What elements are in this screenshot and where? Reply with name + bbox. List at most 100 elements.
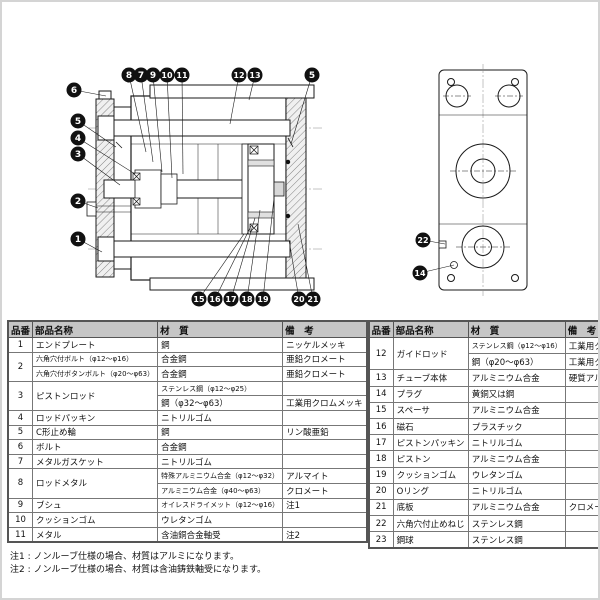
balloon-14 [412,265,428,281]
balloon-number: 8 [126,71,132,81]
corner-hole [447,78,455,86]
table-cell: アルミニウム合金 [467,498,566,517]
column-header: 備 考 [564,320,598,338]
table-cell: 合金鋼 [157,366,284,382]
table-cell: クロメート [282,482,368,499]
table-cell: ニトリルゴム [467,434,566,452]
table-row: アルミニウム合金（φ40～φ63）クロメート [8,482,368,499]
balloon-number: 1 [75,235,81,245]
balloon-21 [305,291,321,307]
guide-rod-bottom [113,240,291,258]
balloon-number: 2 [75,197,81,207]
table-row: 六角穴付ボタンボルト（φ20～φ63）合金鋼亜鉛クロメート [8,366,368,382]
table-cell: 亜鉛クロメート [282,351,368,368]
balloon-number: 7 [138,71,144,81]
table-cell [282,453,368,470]
table-cell: 六角穴付ボルト（φ12～φ16） [32,351,159,368]
table-cell: ボルト [32,439,159,455]
balloon-number: 10 [161,71,173,80]
balloon-number: 19 [257,295,269,304]
balloon-10 [159,67,175,83]
bolt-head-top [98,90,112,100]
cushion-rubber-section [273,181,285,197]
table-cell: ロッドパッキン [32,409,159,426]
table-cell: 亜鉛クロメート [282,366,368,382]
table-cell: ピストンロッド [32,380,159,411]
table-cell: 11 [7,526,34,543]
table-cell [282,380,368,397]
bottom-plate [149,277,315,291]
table-cell [564,434,598,452]
table-cell: リン酸亜鉛 [282,424,368,441]
table-cell: クッションゴム [32,512,159,528]
table-cell [564,466,598,484]
leader-line [246,209,261,300]
table-cell: ニトリルゴム [157,409,284,426]
table-cell: 鋼 [157,337,284,353]
o-ring-section-2 [285,213,291,219]
table-cell: 底板 [392,498,469,517]
table-cell: ステンレス鋼（φ12～φ16） [467,336,566,355]
table-cell: 六角穴付止めねじ [392,515,469,533]
leader-line [230,217,256,300]
balloon-number: 12 [233,71,244,80]
table-cell: 15 [368,401,394,419]
balloon-5 [70,113,86,129]
table-cell: 21 [368,498,394,517]
leader-line [77,137,136,175]
table-cell: 工業用クロムメッキ [282,395,368,411]
table-cell: 特殊アルミニウム合金（φ12～φ32） [157,468,284,484]
magnet-section-2 [247,211,275,219]
table-cell: アルミニウム合金 [467,401,566,419]
balloon-number: 15 [193,295,205,304]
note-2: 注2 : ノンルーブ仕様の場合、材質は含油鋳鉄軸受になります。 [10,564,267,575]
table-cell: 4 [7,409,34,426]
table-cell [564,531,598,549]
table-cell: ステンレス鋼 [467,531,566,549]
table-cell: 17 [368,434,394,452]
table-cell [564,401,598,419]
table-cell: 12 [368,336,394,371]
balloon-22 [415,232,431,248]
table-cell: スペーサ [392,401,469,419]
column-header: 材 質 [157,320,284,338]
leader-line [297,223,314,300]
table-cell: プラスチック [467,417,566,436]
column-header: 品番 [7,320,34,338]
spacer-section [241,143,249,235]
table-row: 鋼（φ20～φ63）工業用クロムメッキ [369,353,598,371]
table-row: 21底板アルミニウム合金クロメート [368,498,598,517]
table-cell: ウレタンゴム [467,466,566,484]
table-cell: 20 [368,482,394,500]
balloon-3 [70,146,86,162]
balloon-number: 22 [417,236,428,245]
leader-line [262,197,275,300]
table-cell: プラグ [392,385,469,403]
table-cell: 10 [7,512,34,528]
table-cell: 8 [7,468,34,499]
table-cell: 13 [368,369,394,387]
hex-socket-bolt [86,201,131,217]
table-cell: 含油銅合金軸受 [157,526,284,543]
table-cell [282,439,368,455]
corner-hole [511,274,519,282]
table-cell: 19 [368,466,394,484]
table-cell: アルミニウム合金 [467,369,566,387]
leader-line [77,153,121,186]
balloon-18 [239,291,255,307]
balloon-15 [191,291,207,307]
table-row: 鋼（φ32～φ63）工業用クロムメッキ [8,395,368,411]
leader-line [181,74,184,175]
table-cell: アルミニウム合金（φ40～φ63） [157,482,284,499]
table-cell: 6 [7,439,34,455]
balloon-11 [174,67,190,83]
c-ring-mark-right [287,137,294,148]
table-cell: エンドプレート [32,337,159,353]
